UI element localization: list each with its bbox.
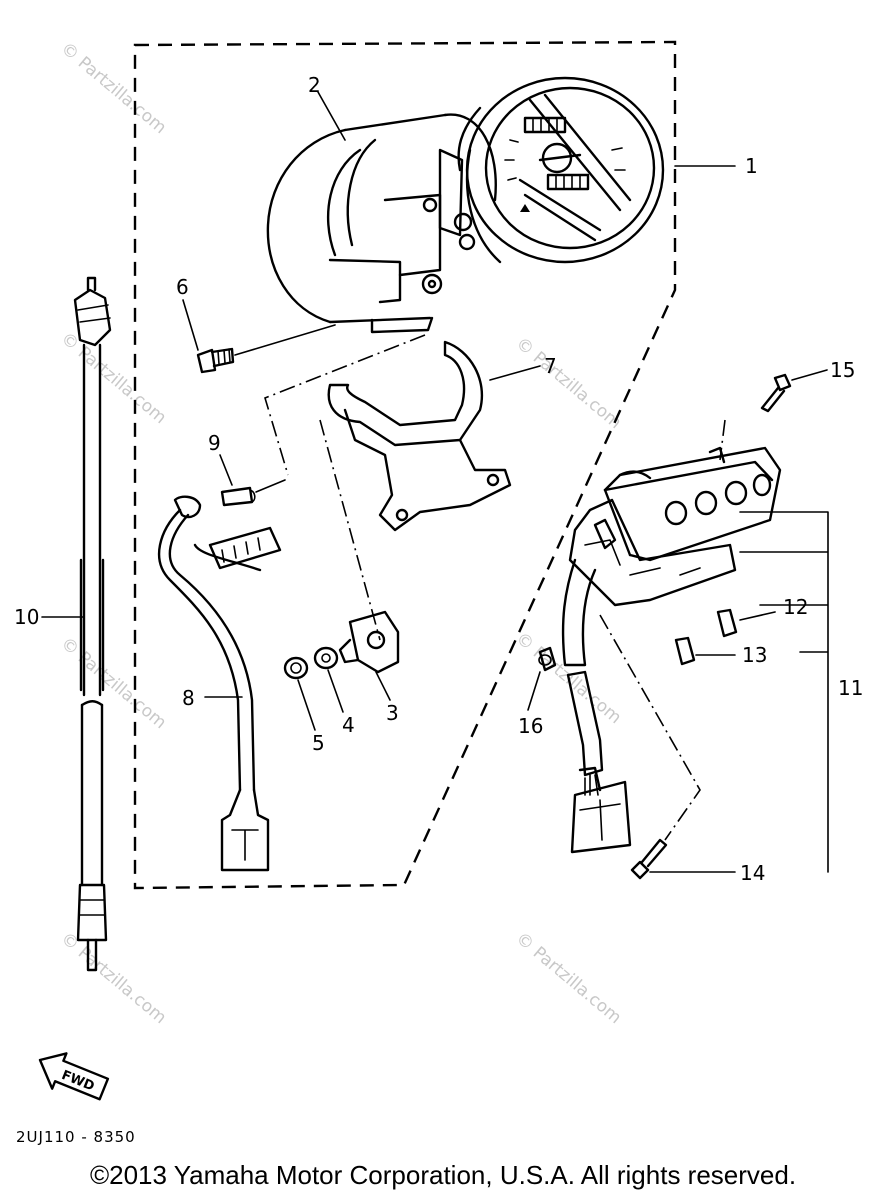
centerline-7 (319, 419, 381, 641)
speedometer-part-1 (422, 76, 665, 264)
watermarks: © Partzilla.com © Partzilla.com © Partzi… (57, 39, 625, 1029)
watermark-1: © Partzilla.com (57, 39, 170, 139)
bulb-part-13 (674, 636, 736, 666)
watermark-7: © Partzilla.com (512, 929, 625, 1029)
callout-6: 6 (176, 275, 189, 299)
copyright-notice: ©2013 Yamaha Motor Corporation, U.S.A. A… (89, 1160, 797, 1190)
callout-labels: 1 2 3 4 5 6 7 8 9 10 11 12 13 14 15 16 (14, 73, 863, 885)
exploded-view-drawing: © Partzilla.com © Partzilla.com © Partzi… (14, 39, 863, 1146)
callout-11: 11 (838, 676, 863, 700)
callout-16: 16 (518, 714, 543, 738)
callout-3: 3 (386, 701, 399, 725)
leader-2 (317, 91, 346, 141)
callout-5: 5 (312, 731, 325, 755)
bulb-part-9 (219, 454, 286, 507)
callout-9: 9 (208, 431, 221, 455)
callout-4: 4 (342, 713, 355, 737)
watermark-4: © Partzilla.com (57, 634, 170, 734)
washer-part-4 (313, 646, 344, 713)
callout-2: 2 (308, 73, 321, 97)
cable-part-10 (41, 276, 112, 972)
screw-part-6 (182, 299, 336, 374)
centerline-6 (264, 334, 426, 476)
nut-part-5 (283, 656, 316, 731)
screw-part-15 (719, 369, 828, 461)
harness-part-8 (157, 495, 282, 872)
callout-10: 10 (14, 605, 39, 629)
diagram-code: 2UJ110 - 8350 (16, 1128, 136, 1146)
callout-8: 8 (182, 686, 195, 710)
indicator-light-part-11 (561, 446, 829, 873)
watermark-2: © Partzilla.com (57, 329, 170, 429)
holder-part-3 (338, 610, 400, 701)
grommet-part-16 (527, 646, 557, 711)
watermark-6: © Partzilla.com (57, 929, 170, 1029)
forward-direction-arrow: FWD (38, 1052, 110, 1101)
bulb-part-12 (716, 608, 776, 638)
callout-1: 1 (745, 154, 758, 178)
callout-14: 14 (740, 861, 765, 885)
assembly-boundary (133, 40, 677, 890)
screw-part-14 (599, 614, 736, 880)
callout-13: 13 (742, 643, 767, 667)
bracket-part-7 (327, 340, 541, 532)
callout-12: 12 (783, 595, 808, 619)
meter-housing-part-2 (266, 113, 497, 334)
watermark-3: © Partzilla.com (512, 334, 625, 434)
callout-7: 7 (544, 354, 557, 378)
callout-15: 15 (830, 358, 855, 382)
